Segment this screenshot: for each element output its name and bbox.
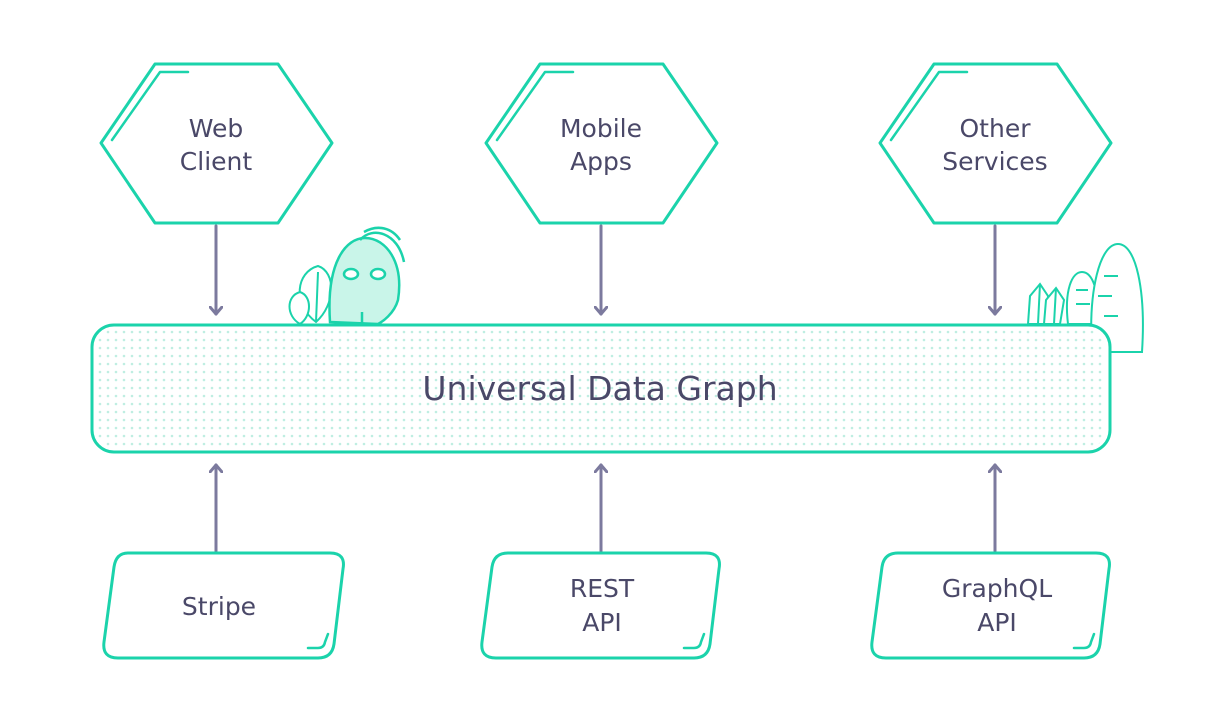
consumer-label-1: Other [960,114,1032,143]
source-label-2: API [582,608,622,637]
source-label-2: API [977,608,1017,637]
consumer-label-2: Services [942,147,1047,176]
consumer-web-client: Web Client [99,62,334,225]
universal-data-graph: Universal Data Graph [90,323,1112,454]
source-label-1: GraphQL [942,574,1052,603]
crystals-icon [1026,282,1066,325]
plants-icon [1066,242,1144,353]
consumer-mobile-apps: Mobile Apps [484,62,719,225]
consumer-label-2: Client [180,147,253,176]
consumer-label-1: Web [189,114,244,143]
consumer-label-1: Mobile [560,114,642,143]
source-label-1: Stripe [182,592,256,621]
consumer-other-services: Other Services [878,62,1113,225]
source-graphql-api: GraphQL API [870,551,1111,660]
leaf-icon [288,264,333,326]
source-label-1: REST [570,574,635,603]
consumer-label-2: Apps [570,147,632,176]
mascot-icon [328,226,406,326]
source-stripe: Stripe [102,551,345,660]
source-rest-api: REST API [480,551,721,660]
graph-title: Universal Data Graph [422,369,777,408]
